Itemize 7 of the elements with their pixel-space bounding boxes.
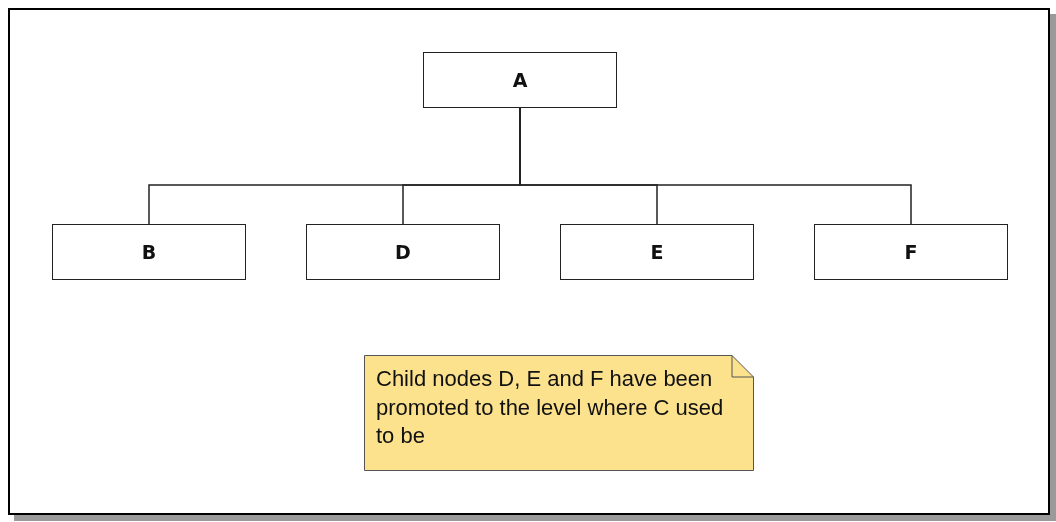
tree-node-box: D [306,224,500,280]
tree-node-box: F [814,224,1008,280]
sticky-note [364,355,754,471]
tree-node-box: A [423,52,617,108]
note-text: Child nodes D, E and F have been promoted to the level where C used to be [376,365,725,451]
tree-node-box: B [52,224,246,280]
tree-node-box: E [560,224,754,280]
